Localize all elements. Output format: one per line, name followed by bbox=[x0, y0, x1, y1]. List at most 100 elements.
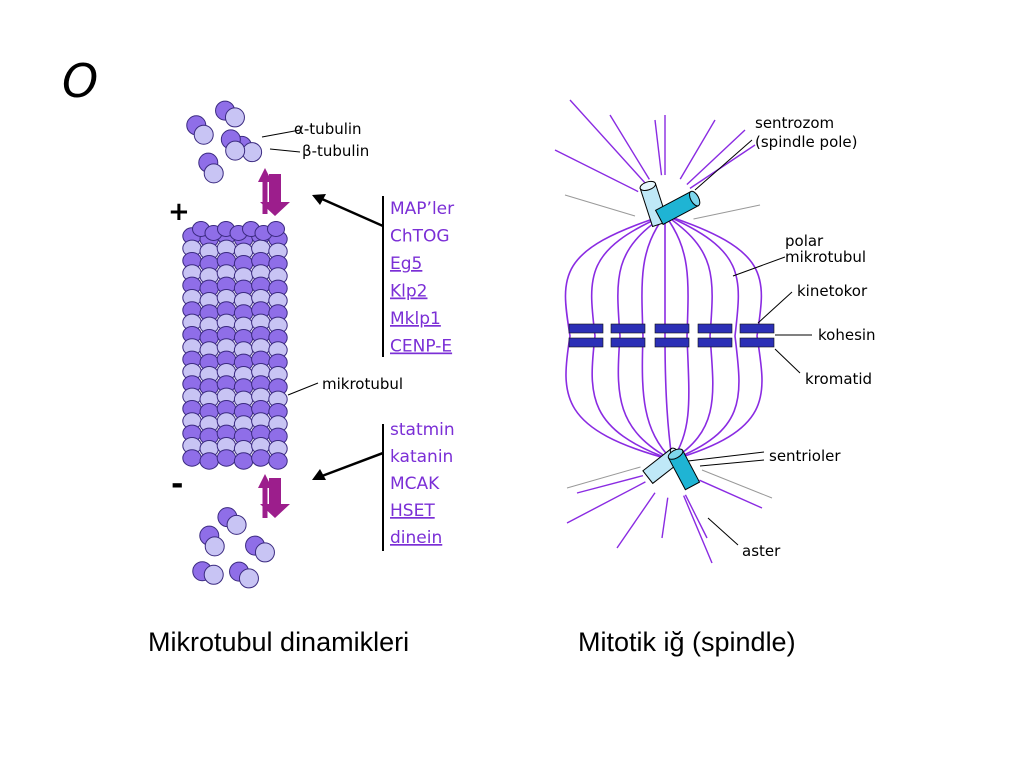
chromatid bbox=[568, 323, 604, 334]
centrosome-label-2: (spindle pole) bbox=[755, 133, 858, 151]
chromatid-leader bbox=[774, 348, 801, 374]
destabilizer-item: HSET bbox=[390, 501, 435, 521]
plus-end-sign: + bbox=[168, 197, 190, 227]
aster-ray bbox=[569, 99, 646, 184]
stabilizer-item: Klp2 bbox=[390, 282, 427, 302]
centrioles-label: sentrioler bbox=[769, 447, 841, 465]
beta-tubulin-subunit bbox=[203, 163, 224, 184]
aster-ray bbox=[686, 129, 746, 185]
stabilizer-item: Mklp1 bbox=[390, 309, 441, 329]
chromatid bbox=[610, 323, 646, 334]
spindle-fiber bbox=[664, 215, 673, 461]
centrioles-leader-2 bbox=[699, 459, 765, 467]
spindle-fibers bbox=[564, 214, 763, 461]
spindle-fiber bbox=[664, 214, 763, 461]
spindle-fiber bbox=[590, 214, 673, 461]
beta-tubulin-subunit bbox=[225, 140, 246, 161]
centriole-top-dark bbox=[654, 190, 701, 226]
spindle-fiber bbox=[564, 214, 673, 461]
centrioles-leader-1 bbox=[687, 451, 765, 462]
tubulin-subunit bbox=[268, 452, 288, 470]
arrow-down-bottom bbox=[260, 478, 290, 518]
destabilizer-item: statmin bbox=[390, 420, 455, 440]
chromatid-label: kromatid bbox=[805, 370, 872, 388]
aster-ray bbox=[689, 144, 756, 189]
chromatid bbox=[697, 337, 733, 348]
spindle-fiber bbox=[641, 214, 673, 461]
beta-tubulin-label: β-tubulin bbox=[302, 142, 369, 160]
beta-tubulin-subunit bbox=[203, 564, 224, 585]
polar-label-2: mikrotubul bbox=[785, 248, 866, 266]
spindle-fiber bbox=[664, 214, 740, 461]
tubulin-subunit bbox=[182, 449, 202, 467]
arrow-down-top bbox=[260, 174, 290, 216]
aster-ray-faint bbox=[693, 204, 761, 220]
centriole-bottom-dark bbox=[667, 448, 701, 491]
centrosome-leader bbox=[694, 139, 753, 191]
spindle-fiber bbox=[664, 214, 714, 461]
aster-ray-faint bbox=[566, 466, 641, 489]
stabilizer-item: Eg5 bbox=[390, 254, 422, 274]
aster-ray-faint bbox=[564, 194, 636, 217]
chromatid bbox=[739, 337, 775, 348]
beta-tubulin-subunit bbox=[238, 568, 259, 589]
polar-label-1: polar bbox=[785, 232, 824, 250]
microtubule-leader-line bbox=[287, 382, 319, 396]
beta-tubulin-subunit bbox=[242, 142, 263, 163]
destabilizer-pointer bbox=[312, 451, 384, 480]
stabilizer-pointer bbox=[312, 194, 384, 228]
arrow-up-bottom bbox=[258, 474, 272, 518]
aster-ray-faint bbox=[701, 469, 773, 499]
free-dimers-bottom bbox=[192, 507, 275, 589]
dynamics-arrows-top bbox=[258, 168, 290, 216]
left-caption: Mikrotubul dinamikleri bbox=[148, 627, 409, 657]
stabilizer-item: ChTOG bbox=[390, 227, 450, 247]
centriole-pair-bottom bbox=[642, 447, 701, 491]
stabilizer-item: CENP-E bbox=[390, 337, 452, 357]
microtubule-label: mikrotubul bbox=[322, 375, 403, 393]
spindle-fiber bbox=[617, 214, 673, 461]
centriole-pair-top bbox=[639, 180, 701, 228]
tubulin-rim-subunit bbox=[267, 221, 285, 237]
chromatid bbox=[697, 323, 733, 334]
aster-ray bbox=[576, 474, 644, 494]
minus-end-sign: - bbox=[171, 467, 183, 502]
slide-title: O bbox=[62, 54, 98, 108]
alpha-tubulin-label: α-tubulin bbox=[294, 120, 362, 138]
spindle-fiber bbox=[664, 214, 690, 461]
right-caption: Mitotik iğ (spindle) bbox=[578, 627, 796, 657]
aster-ray bbox=[566, 481, 646, 524]
aster-ray bbox=[616, 492, 656, 549]
kinetochore-leader bbox=[757, 291, 793, 324]
chromatid bbox=[654, 337, 690, 348]
arrow-up-top bbox=[258, 168, 272, 214]
beta-tubulin-subunit bbox=[224, 107, 245, 128]
beta-tubulin-subunit bbox=[254, 542, 275, 563]
beta-leader-line bbox=[269, 148, 301, 153]
aster-rays bbox=[554, 99, 773, 564]
kinetochore-label: kinetokor bbox=[797, 282, 868, 300]
beta-tubulin-subunit bbox=[204, 536, 225, 557]
aster-ray bbox=[679, 119, 716, 180]
destabilizer-item: katanin bbox=[390, 447, 453, 467]
destabilizer-item: MCAK bbox=[390, 474, 440, 494]
chromatid bbox=[568, 337, 604, 348]
aster-label: aster bbox=[742, 542, 781, 560]
alpha-leader-line bbox=[261, 129, 301, 138]
aster-ray bbox=[654, 119, 663, 176]
tubulin-subunit bbox=[216, 449, 237, 467]
microtubule-cylinder bbox=[182, 221, 288, 470]
stabilizer-item: MAP’ler bbox=[390, 199, 454, 219]
aster-ray bbox=[699, 479, 763, 509]
aster-leader bbox=[707, 517, 739, 546]
aster-ray bbox=[554, 149, 639, 193]
chromatid bbox=[610, 337, 646, 348]
polar-leader bbox=[732, 256, 786, 277]
dynamics-arrows-bottom bbox=[258, 474, 290, 518]
destabilizer-item: dinein bbox=[390, 528, 442, 548]
chromatid bbox=[739, 323, 775, 334]
beta-tubulin-subunit bbox=[226, 514, 247, 535]
